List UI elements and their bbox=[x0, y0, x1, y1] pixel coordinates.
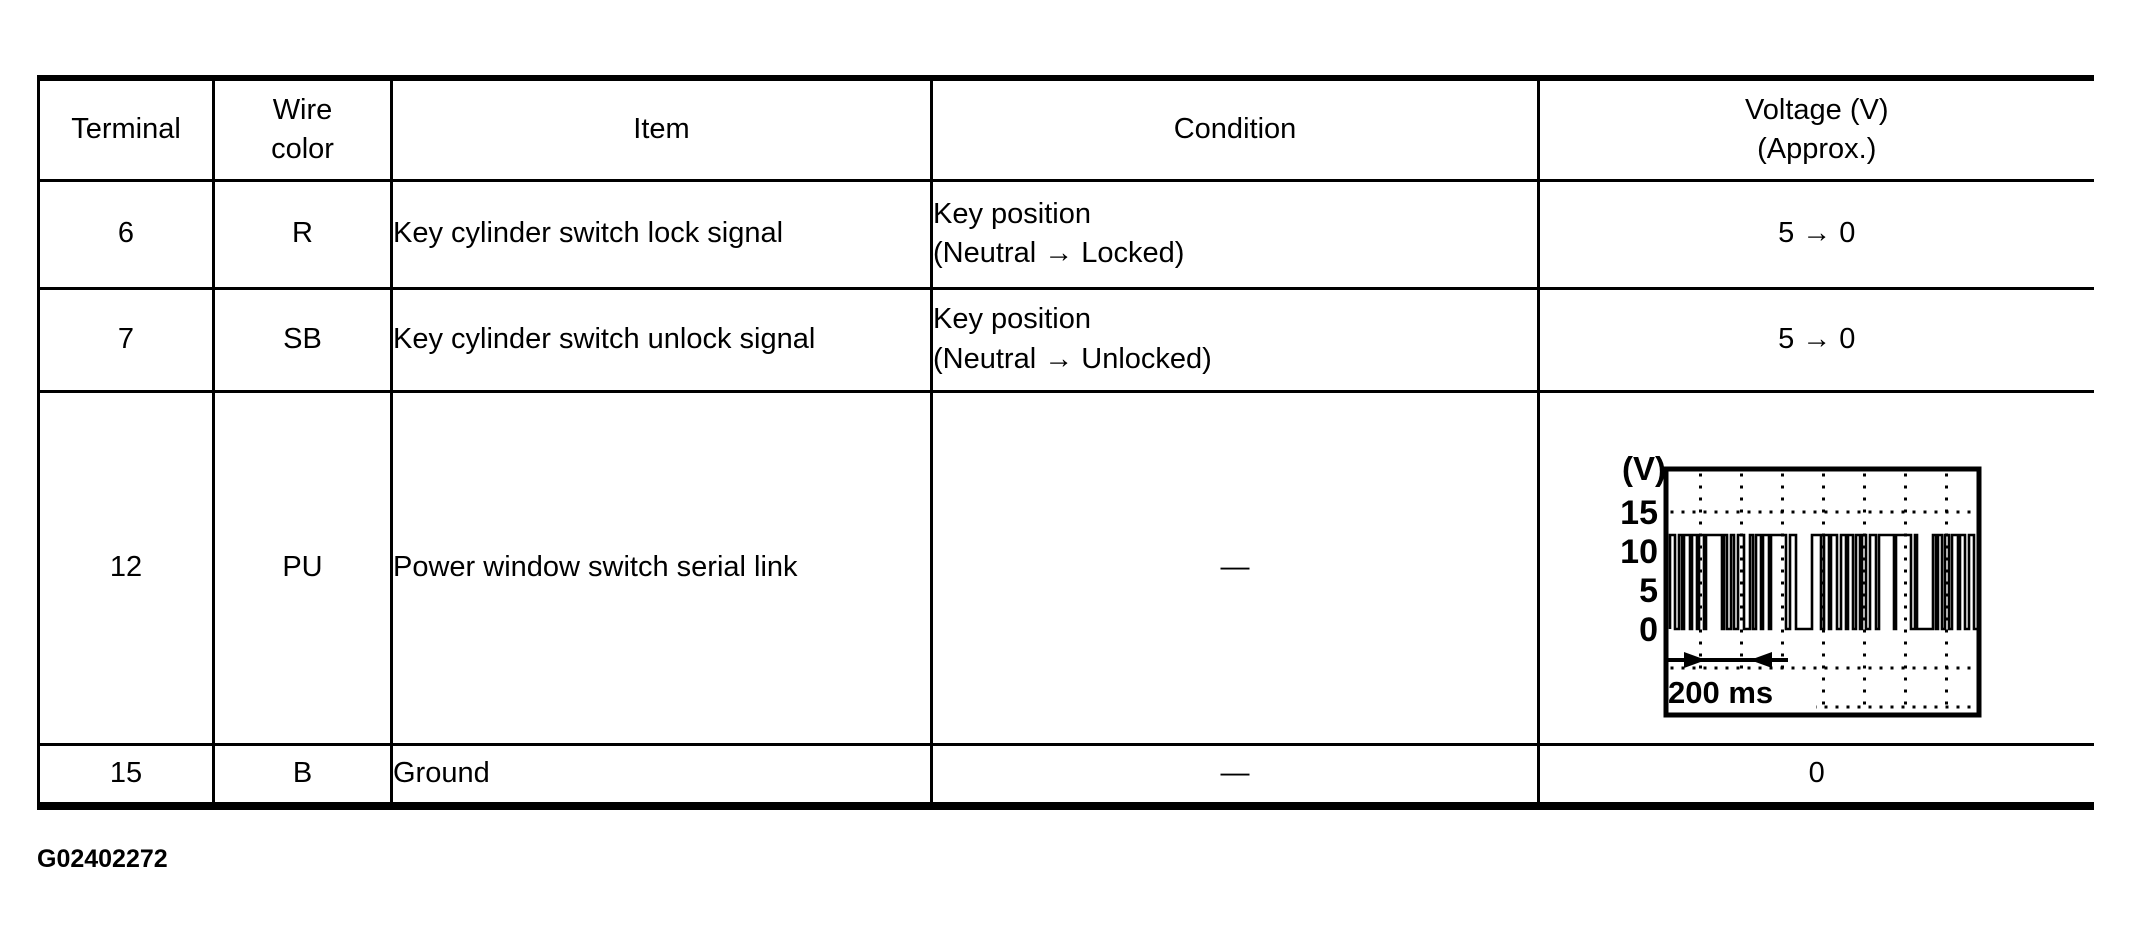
cell-item: Power window switch serial link bbox=[390, 391, 932, 746]
cell-terminal: 6 bbox=[38, 180, 214, 290]
cell-voltage: 5 → 0 bbox=[1537, 180, 2094, 290]
scope-ytick-10: 10 bbox=[1620, 533, 1658, 571]
scope-time-label: 200 ms bbox=[1668, 675, 1773, 710]
terminal-spec-table: Terminal Wire color Item Condition Volta… bbox=[37, 75, 2094, 810]
time-label-backdrop bbox=[1664, 677, 1816, 711]
table-row-terminal-6: 6 R Key cylinder switch lock signal Key … bbox=[38, 180, 2094, 290]
cell-terminal: 12 bbox=[38, 391, 214, 746]
condition-line2: (Neutral → Unlocked) bbox=[933, 342, 1212, 375]
cell-condition: Key position (Neutral → Unlocked) bbox=[930, 288, 1539, 393]
cell-item: Key cylinder switch unlock signal bbox=[390, 288, 932, 393]
header-wire-color-line1: Wire bbox=[272, 93, 333, 126]
cell-terminal: 15 bbox=[109, 757, 143, 790]
cell-condition: — bbox=[930, 744, 1539, 806]
cell-terminal: 7 bbox=[38, 288, 214, 393]
cell-wire-color: SB bbox=[212, 288, 392, 393]
header-wire-color-line2: color bbox=[271, 132, 334, 165]
cell-wire-color: B bbox=[212, 744, 392, 806]
condition-line1: Key position bbox=[933, 197, 1091, 230]
header-voltage: Voltage (V) (Approx.) bbox=[1537, 78, 2094, 182]
cell-wire-color: R bbox=[212, 180, 392, 290]
time-span-arrow-icon bbox=[1667, 652, 1788, 668]
scope-ytick-0: 0 bbox=[1639, 611, 1658, 649]
scope-screen-border bbox=[1663, 466, 1982, 718]
scope-waveform bbox=[1668, 533, 1979, 631]
table-row-terminal-7: 7 SB Key cylinder switch unlock signal K… bbox=[38, 288, 2094, 393]
cell-item: Ground bbox=[390, 744, 932, 806]
table-row-terminal-15: 15 B Ground — 0 bbox=[39, 744, 2094, 806]
table-header-row: Terminal Wire color Item Condition Volta… bbox=[38, 78, 2094, 182]
figure-id: G02402272 bbox=[37, 845, 168, 873]
cell-voltage-waveform: 200 ms (V) 15 10 5 0 bbox=[1537, 391, 2094, 746]
scope-ytick-15: 15 bbox=[1620, 494, 1658, 532]
scope-ytick-5: 5 bbox=[1639, 572, 1658, 610]
condition-line2: (Neutral → Locked) bbox=[933, 237, 1185, 269]
header-terminal: Terminal bbox=[38, 78, 214, 182]
condition-line1: Key position bbox=[933, 303, 1091, 336]
cell-voltage: 5 → 0 bbox=[1537, 288, 2094, 393]
scope-unit-label: (V) bbox=[1622, 450, 1666, 487]
cell-condition: Key position (Neutral → Locked) bbox=[930, 180, 1539, 290]
cell-condition: — bbox=[930, 391, 1539, 746]
cell-wire-color: PU bbox=[212, 391, 392, 746]
table-row-terminal-12: 12 PU Power window switch serial link — bbox=[38, 391, 2094, 746]
header-condition: Condition bbox=[930, 78, 1539, 182]
cell-item: Key cylinder switch lock signal bbox=[390, 180, 932, 290]
oscilloscope-svg: 200 ms (V) 15 10 5 0 bbox=[1620, 450, 1982, 718]
header-voltage-line2: (Approx.) bbox=[1757, 132, 1877, 165]
header-wire-color: Wire color bbox=[212, 78, 392, 182]
header-voltage-line1: Voltage (V) bbox=[1745, 93, 1889, 126]
cell-voltage: 0 bbox=[1537, 744, 2094, 806]
oscilloscope-figure: 200 ms (V) 15 10 5 0 bbox=[1540, 416, 2094, 719]
header-item: Item bbox=[390, 78, 932, 182]
